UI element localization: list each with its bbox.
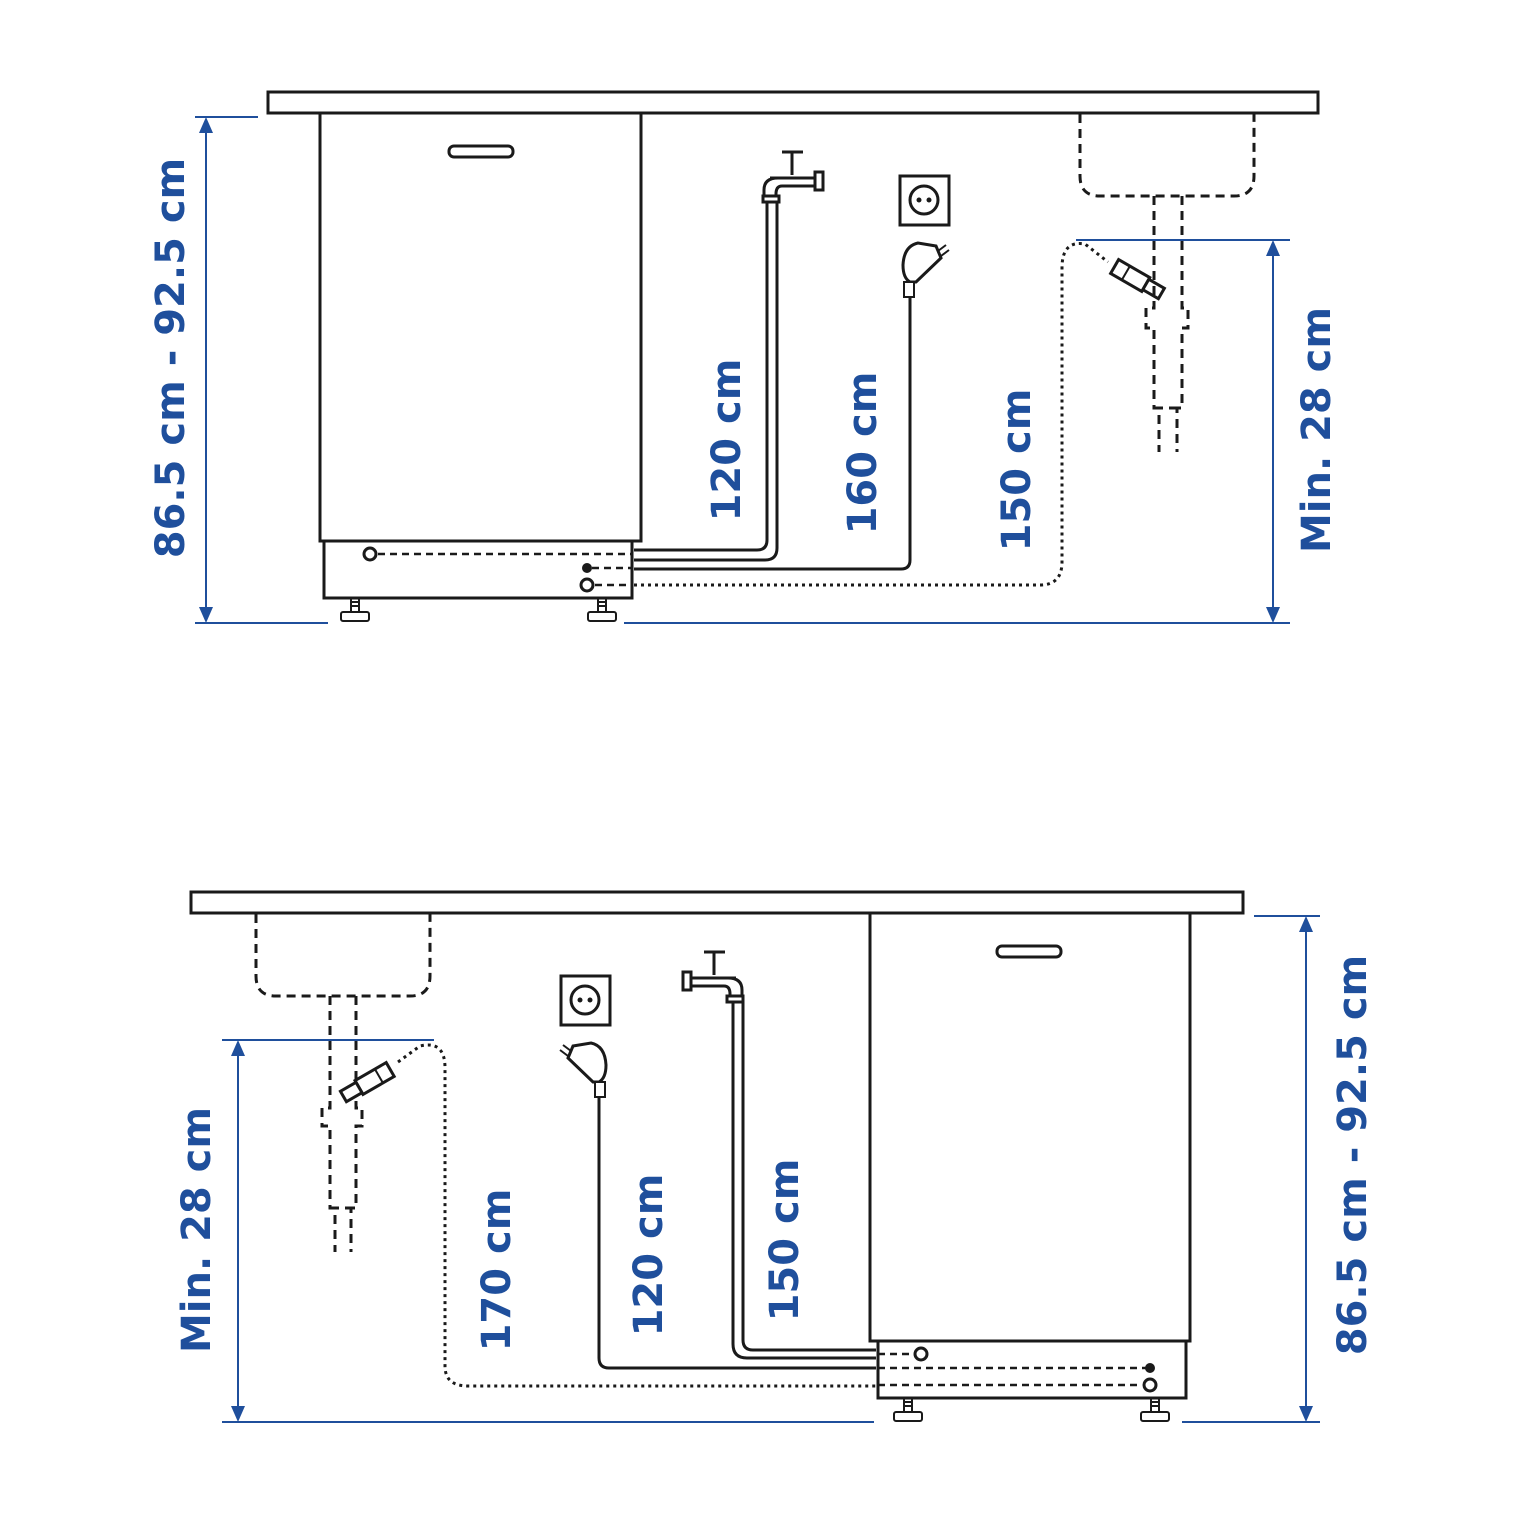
top-drain-hose-label: 150 cm	[994, 389, 1040, 552]
top-foot-left	[340, 597, 370, 622]
bottom-drain-hose	[397, 1043, 876, 1388]
bottom-sink-basin	[254, 914, 432, 998]
bottom-drain-hose-end-icon	[338, 1060, 397, 1104]
top-dishwasher	[318, 111, 643, 622]
top-drain-hose-end-icon	[1108, 257, 1167, 301]
bottom-drain-height-label: Min. 28 cm	[174, 1107, 220, 1353]
bottom-water-tap-icon	[681, 950, 745, 1004]
top-foot-right	[587, 597, 617, 622]
bottom-foot-right	[1140, 1397, 1170, 1422]
bottom-height-label: 86.5 cm - 92.5 cm	[1330, 955, 1376, 1355]
bottom-water-hose-label: 150 cm	[762, 1159, 808, 1322]
top-door-handle	[447, 144, 515, 159]
top-power-socket-icon	[898, 174, 951, 227]
bottom-connector-3	[1142, 1377, 1158, 1393]
top-sink-basin	[1078, 114, 1256, 198]
top-power-cord-label: 160 cm	[840, 372, 886, 535]
bottom-connector-2	[1145, 1363, 1155, 1373]
bottom-dishwasher-plinth	[876, 1339, 1188, 1400]
bottom-water-inlet-hose	[731, 1002, 876, 1360]
bottom-water-inlet-hose-inner	[741, 1002, 876, 1352]
top-drain-height-dimension: Min. 28 cm	[624, 239, 1340, 624]
bottom-power-cord	[597, 1097, 876, 1370]
bottom-drain-height-dimension: Min. 28 cm	[174, 1039, 874, 1423]
bottom-dishwasher	[868, 911, 1192, 1422]
top-connector-2	[582, 563, 592, 573]
top-water-inlet-hose	[634, 202, 769, 552]
bottom-drain-hose-label: 170 cm	[474, 1189, 520, 1352]
top-water-inlet-hose-inner	[634, 202, 779, 562]
top-drain-hose	[634, 242, 1109, 587]
top-connector-1	[362, 546, 378, 562]
bottom-power-cord-label: 120 cm	[626, 1174, 672, 1337]
top-height-dimension: 86.5 cm - 92.5 cm	[148, 116, 328, 624]
top-water-hose-label: 120 cm	[704, 359, 750, 522]
bottom-dishwasher-door	[868, 911, 1192, 1343]
top-power-plug-icon	[901, 241, 950, 298]
bottom-door-handle	[995, 944, 1063, 959]
top-water-tap-icon	[761, 150, 825, 204]
bottom-height-dimension: 86.5 cm - 92.5 cm	[1182, 915, 1376, 1423]
top-connector-3	[579, 577, 595, 593]
top-countertop	[266, 90, 1320, 115]
top-drain-pipe	[1144, 196, 1190, 452]
bottom-power-plug-icon	[559, 1041, 608, 1098]
bottom-drain-pipe	[320, 996, 364, 1252]
top-height-label: 86.5 cm - 92.5 cm	[148, 158, 194, 558]
bottom-foot-left	[893, 1397, 923, 1422]
top-dishwasher-door	[318, 111, 643, 543]
bottom-installation: Min. 28 cm 86.5 cm - 92.5 cm 170 cm 120 …	[174, 890, 1376, 1423]
bottom-countertop	[189, 890, 1245, 915]
top-power-cord	[634, 297, 912, 571]
top-installation: 86.5 cm - 92.5 cm Min. 28 cm 120 cm 160 …	[148, 90, 1340, 624]
bottom-connector-1	[913, 1346, 929, 1362]
bottom-power-socket-icon	[559, 974, 612, 1027]
top-drain-height-label: Min. 28 cm	[1294, 307, 1340, 553]
